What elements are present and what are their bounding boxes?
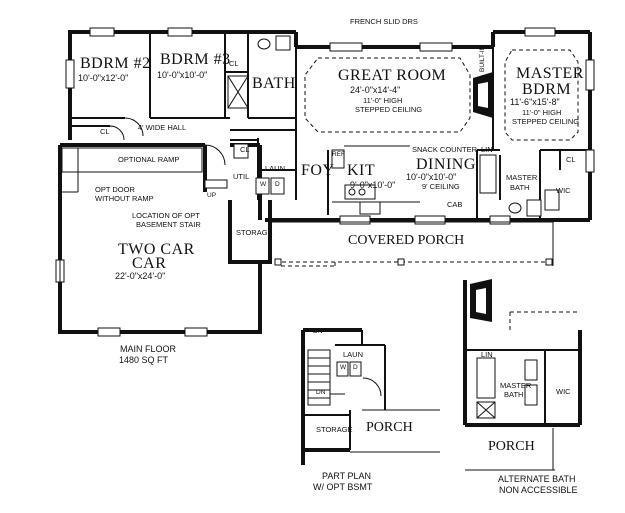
great-room-dimensions: 24'-0"x14'-4" <box>350 85 401 95</box>
master-title-line1: MASTER <box>516 65 584 82</box>
master-bath-label-line1: MASTER <box>506 173 538 182</box>
part-plan-dn-label: DN <box>316 389 326 396</box>
utility-label: UTIL <box>233 172 250 181</box>
opt-stair-label-line1: LOCATION OF OPT <box>132 211 200 220</box>
master-dimensions: 11'-6"x15'-8" <box>510 97 560 107</box>
part-plan-storage-label: STORAGE <box>316 425 353 434</box>
main-house-walls <box>58 30 592 334</box>
main-floor-area: 1480 SQ FT <box>119 355 169 365</box>
part-plan-washer-label: W <box>340 364 347 371</box>
bdrm3-title: BDRM #3 <box>160 51 231 68</box>
foyer-label: FOY <box>301 162 335 179</box>
covered-porch-label: COVERED PORCH <box>348 233 465 248</box>
master-bath-label-line2: BATH <box>510 183 530 192</box>
kitchen-title: KIT <box>347 162 376 179</box>
linen-closet-label: LIN <box>481 145 493 154</box>
refrigerator-label: REF <box>332 151 345 158</box>
up-label: UP <box>207 192 217 199</box>
alt-bath-title-line2: NON ACCESSIBLE <box>499 485 578 495</box>
bath-title: BATH <box>252 75 296 92</box>
part-plan-title-line2: W/ OPT BSMT <box>313 482 373 492</box>
bdrm3-dimensions: 10'-0"x10'-0" <box>157 70 208 80</box>
french-sliding-doors-label: FRENCH SLID DRS <box>350 17 418 26</box>
dryer-label: D <box>275 181 280 188</box>
optional-ramp-label: OPTIONAL RAMP <box>118 155 180 164</box>
dining-title: DINING <box>416 156 476 173</box>
hall-closet-label: CL <box>100 127 110 136</box>
storage-label: STORAGE <box>236 228 273 237</box>
washer-label: W <box>260 181 267 188</box>
laundry-closet-label: CL <box>240 145 250 154</box>
part-plan-dryer-label: D <box>353 364 358 371</box>
alt-bath-porch-label: PORCH <box>488 439 535 454</box>
great-room-height: 11'-0" HIGH <box>363 96 403 105</box>
great-room-ceiling: STEPPED CEILING <box>355 105 423 114</box>
part-plan-dn-label-top: DN <box>313 328 323 335</box>
cabinet-label: CAB <box>447 200 463 209</box>
alt-bath-linen-label: LIN <box>481 350 493 359</box>
master-height: 11'-0" HIGH <box>522 108 562 117</box>
part-plan-laundry-label: LAUN <box>343 350 364 359</box>
garage-dimensions: 22'-0"x24'-0" <box>115 271 166 281</box>
laundry-label: LAUN <box>265 164 286 173</box>
dining-ceiling: 9' CEILING <box>422 182 460 191</box>
bdrm2-title: BDRM #2 <box>80 55 151 72</box>
opt-door-label-line2: WITHOUT RAMP <box>95 194 154 203</box>
garage-title-line2: CAR <box>132 255 167 272</box>
dining-dimensions: 10'-0"x10'-0" <box>406 172 457 182</box>
bdrm3-closet-label: CL <box>229 59 239 68</box>
main-floor-label: MAIN FLOOR <box>120 344 177 354</box>
opt-stair-label-line2: BASEMENT STAIR <box>136 220 201 229</box>
walk-in-closet-label: WIC <box>556 186 571 195</box>
built-in-label: BUILT-IN <box>479 45 486 72</box>
part-plan-title-line1: PART PLAN <box>322 471 372 481</box>
garage-title-line1: TWO CAR <box>118 241 195 258</box>
kitchen-dimensions: 9'-0"x10'-0" <box>350 180 396 190</box>
great-room-title: GREAT ROOM <box>338 67 447 84</box>
alt-bath-title-line1: ALTERNATE BATH <box>498 474 576 484</box>
snack-counter-label: SNACK COUNTER <box>412 145 478 154</box>
alt-master-bath-line2: BATH <box>504 390 524 399</box>
alternate-bath-drawing <box>463 279 582 471</box>
covered-porch-outline <box>270 221 554 267</box>
part-plan-porch-label: PORCH <box>366 420 413 435</box>
alt-master-bath-line1: MASTER <box>500 381 532 390</box>
master-closet-label: CL <box>566 155 576 164</box>
bdrm2-dimensions: 10'-0"x12'-0" <box>78 73 129 83</box>
master-title-line2: BDRM <box>522 81 572 98</box>
interior-walls <box>55 27 595 337</box>
opt-door-label-line1: OPT DOOR <box>95 185 135 194</box>
alt-walk-in-closet-label: WIC <box>556 387 571 396</box>
master-ceiling: STEPPED CEILING <box>512 117 580 126</box>
part-plan-drawing <box>301 328 440 465</box>
hall-label: 4' WIDE HALL <box>138 123 187 132</box>
